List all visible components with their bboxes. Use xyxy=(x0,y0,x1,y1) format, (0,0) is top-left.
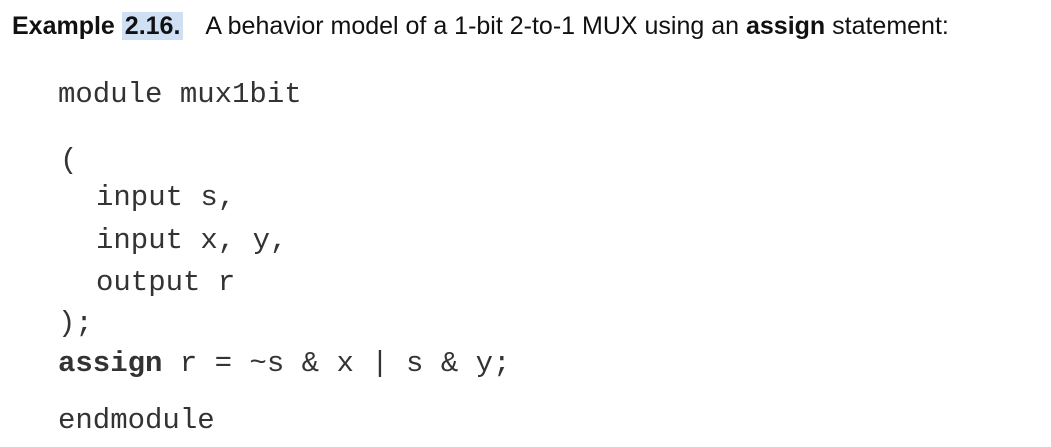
code-line-input-s: input s, xyxy=(96,181,236,214)
example-caption: Example 2.16. A behavior model of a 1-bit… xyxy=(12,12,949,41)
code-line-endmodule: endmodule xyxy=(58,404,215,437)
code-line-close-paren: ); xyxy=(58,307,93,340)
code-line-open-paren: ( xyxy=(60,144,78,177)
caption-text-after: statement: xyxy=(825,12,949,40)
example-number: 2.16. xyxy=(121,12,184,40)
code-line-input-xy: input x, y, xyxy=(96,224,288,257)
caption-keyword: assign xyxy=(745,12,826,40)
code-line-module: module mux1bit xyxy=(58,78,302,111)
code-line-assign: assign r = ~s & x | s & y; xyxy=(58,349,510,378)
caption-text-before: A behavior model of a 1-bit 2-to-1 MUX u… xyxy=(205,12,746,40)
example-label: Example xyxy=(12,12,115,40)
code-assign-expression: r = ~s & x | s & y; xyxy=(162,347,511,380)
code-line-output-r: output r xyxy=(96,266,236,299)
code-assign-keyword: assign xyxy=(58,347,163,380)
